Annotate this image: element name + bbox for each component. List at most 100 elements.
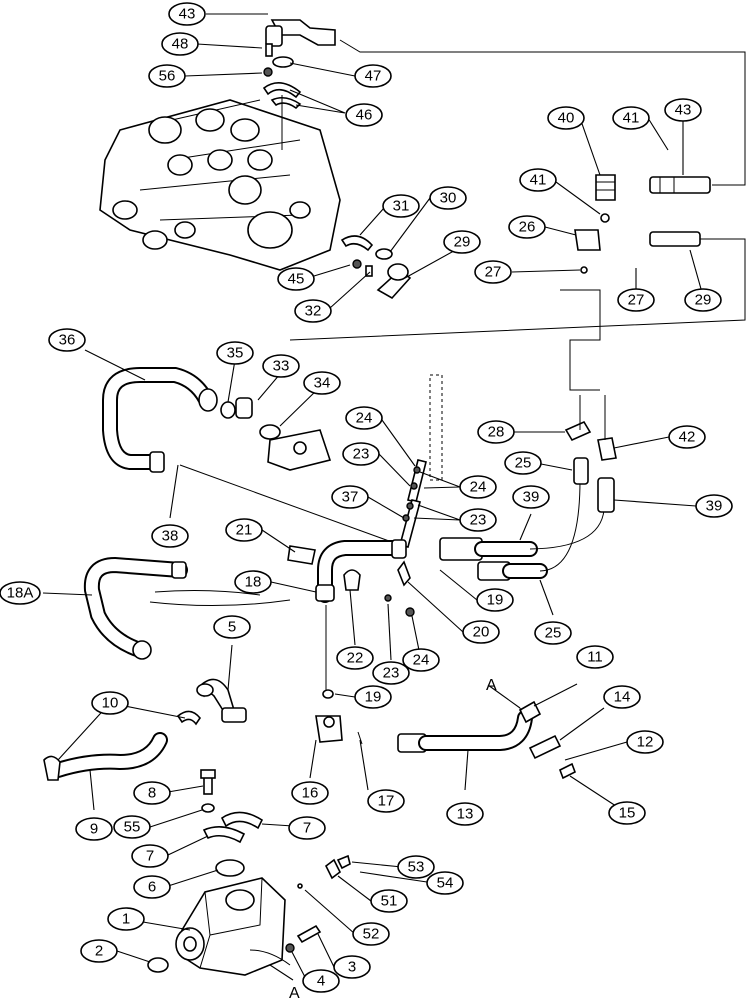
callout-number: 45 bbox=[288, 271, 305, 288]
hydraulic-pump bbox=[147, 854, 351, 976]
callout-number: 8 bbox=[148, 785, 156, 802]
callout-38: 38 bbox=[151, 524, 189, 548]
callout-number: 30 bbox=[440, 190, 457, 207]
callout-39-right: 39 bbox=[695, 494, 733, 518]
callout-number: 21 bbox=[236, 522, 253, 539]
callout-number: 1 bbox=[122, 911, 130, 928]
callout-37: 37 bbox=[331, 485, 369, 509]
callout-12: 12 bbox=[626, 730, 664, 754]
callout-number: 53 bbox=[408, 859, 425, 876]
elbow-5 bbox=[196, 678, 247, 723]
callout-17: 17 bbox=[367, 789, 405, 813]
callout-number: 29 bbox=[695, 292, 712, 309]
callout-16: 16 bbox=[291, 781, 329, 805]
callout-13: 13 bbox=[446, 802, 484, 826]
callout-27-mid: 27 bbox=[474, 260, 512, 284]
callout-number: 35 bbox=[227, 345, 244, 362]
callout-47: 47 bbox=[354, 64, 392, 88]
callout-number: 23 bbox=[353, 446, 370, 463]
callout-18A: 18A bbox=[0, 581, 41, 605]
callout-number: 22 bbox=[347, 650, 364, 667]
callout-7-left: 7 bbox=[131, 844, 169, 868]
callout-14: 14 bbox=[603, 685, 641, 709]
callout-number: 39 bbox=[523, 489, 540, 506]
callout-number: 56 bbox=[159, 68, 176, 85]
callout-number: 19 bbox=[487, 592, 504, 609]
callout-29-mid: 29 bbox=[443, 230, 481, 254]
callout-23-top: 23 bbox=[342, 442, 380, 466]
callout-24-bottom: 24 bbox=[402, 648, 440, 672]
tube-18 bbox=[287, 539, 415, 699]
elbow-fitting-43-top bbox=[265, 19, 336, 47]
callout-number: 55 bbox=[124, 819, 141, 836]
hose-39 bbox=[439, 509, 605, 561]
callout-54: 54 bbox=[426, 871, 464, 895]
callout-number: 39 bbox=[706, 498, 723, 515]
callout-number: 24 bbox=[413, 652, 430, 669]
callout-number: 5 bbox=[228, 619, 236, 636]
callout-36: 36 bbox=[48, 328, 86, 352]
reference-label-a-bottom: A bbox=[289, 985, 300, 1000]
callout-33: 33 bbox=[262, 354, 300, 378]
callout-40: 40 bbox=[547, 106, 585, 130]
callout-number: 52 bbox=[363, 926, 380, 943]
callout-23-mid: 23 bbox=[459, 508, 497, 532]
callout-number: 34 bbox=[314, 375, 331, 392]
hose-25 bbox=[477, 479, 581, 581]
callout-number: 29 bbox=[454, 234, 471, 251]
callout-41: 41 bbox=[519, 168, 557, 192]
callout-20: 20 bbox=[462, 620, 500, 644]
callout-number: 38 bbox=[162, 528, 179, 545]
callout-46: 46 bbox=[345, 103, 383, 127]
callout-10: 10 bbox=[91, 691, 129, 715]
small-hardware-top bbox=[262, 43, 302, 150]
callout-number: 20 bbox=[473, 624, 490, 641]
callout-3: 3 bbox=[333, 955, 371, 979]
callout-56: 56 bbox=[148, 64, 186, 88]
elbow-fitting-29 bbox=[340, 235, 412, 300]
callout-19-bottom: 19 bbox=[354, 685, 392, 709]
callout-number: 40 bbox=[558, 110, 575, 127]
callout-51: 51 bbox=[370, 889, 408, 913]
callout-15: 15 bbox=[608, 801, 646, 825]
callout-4: 4 bbox=[302, 969, 340, 993]
callout-number: 17 bbox=[378, 793, 395, 810]
callout-number: 43 bbox=[675, 102, 692, 119]
callout-number: 9 bbox=[90, 821, 98, 838]
callout-number: 18 bbox=[245, 574, 262, 591]
callout-number: 13 bbox=[457, 806, 474, 823]
callout-11: 11 bbox=[576, 645, 614, 669]
callout-8: 8 bbox=[133, 781, 171, 805]
callout-43-top: 43 bbox=[168, 2, 206, 26]
callout-42: 42 bbox=[668, 425, 706, 449]
callout-2: 2 bbox=[80, 939, 118, 963]
tube-bracket-assembly bbox=[179, 374, 443, 548]
callout-number: 18A bbox=[7, 585, 34, 602]
callout-number: 54 bbox=[437, 875, 454, 892]
callout-number: 27 bbox=[485, 264, 502, 281]
callout-5: 5 bbox=[213, 615, 251, 639]
callout-number: 51 bbox=[381, 893, 398, 910]
callout-6: 6 bbox=[133, 875, 171, 899]
callout-number: 24 bbox=[356, 410, 373, 427]
callout-19-mid: 19 bbox=[476, 588, 514, 612]
callout-55: 55 bbox=[113, 815, 151, 839]
callout-7-right: 7 bbox=[288, 816, 326, 840]
callout-18: 18 bbox=[234, 570, 272, 594]
callout-39-mid: 39 bbox=[512, 485, 550, 509]
callout-number: 33 bbox=[273, 358, 290, 375]
callout-number: 19 bbox=[365, 689, 382, 706]
callout-number: 47 bbox=[365, 68, 382, 85]
callout-number: 11 bbox=[587, 649, 603, 666]
tube-18A bbox=[83, 556, 291, 660]
fittings-top-right bbox=[289, 39, 746, 391]
callout-number: 25 bbox=[545, 625, 562, 642]
callout-43-right: 43 bbox=[664, 98, 702, 122]
callout-52: 52 bbox=[352, 922, 390, 946]
callout-number: 12 bbox=[637, 734, 654, 751]
callout-28: 28 bbox=[477, 420, 515, 444]
callout-number: 14 bbox=[614, 689, 631, 706]
callout-number: 46 bbox=[356, 107, 373, 124]
tube-13-assembly bbox=[315, 700, 577, 780]
callout-45: 45 bbox=[277, 267, 315, 291]
